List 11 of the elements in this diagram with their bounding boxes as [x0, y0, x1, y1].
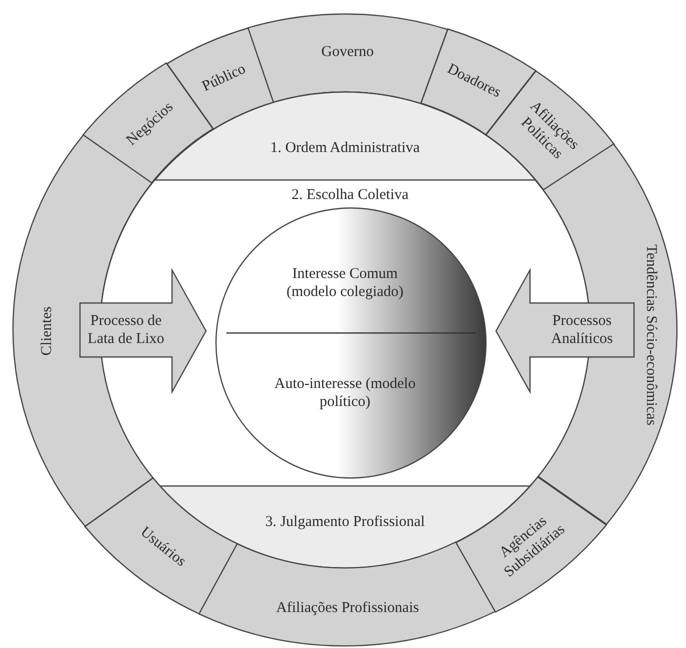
segment-label: Afiliações Profissionais [276, 598, 419, 617]
segment-label: Público [199, 60, 248, 96]
arrow-label: Processos Analíticos [550, 312, 614, 348]
segment-label: Clientes [38, 306, 56, 356]
segment-label: Governo [321, 42, 374, 61]
segment-label: Tendências Sócio-econômicas [642, 244, 660, 426]
model-label: Interesse Comum (modelo colegiado) [285, 265, 405, 301]
model-label: Auto-interesse (modelo político) [273, 375, 417, 411]
section-title: 1. Ordem Administrativa [270, 139, 420, 157]
section-title: 3. Julgamento Profissional [265, 513, 425, 531]
arrow-label: Processo de Lata de Lixo [86, 312, 166, 348]
